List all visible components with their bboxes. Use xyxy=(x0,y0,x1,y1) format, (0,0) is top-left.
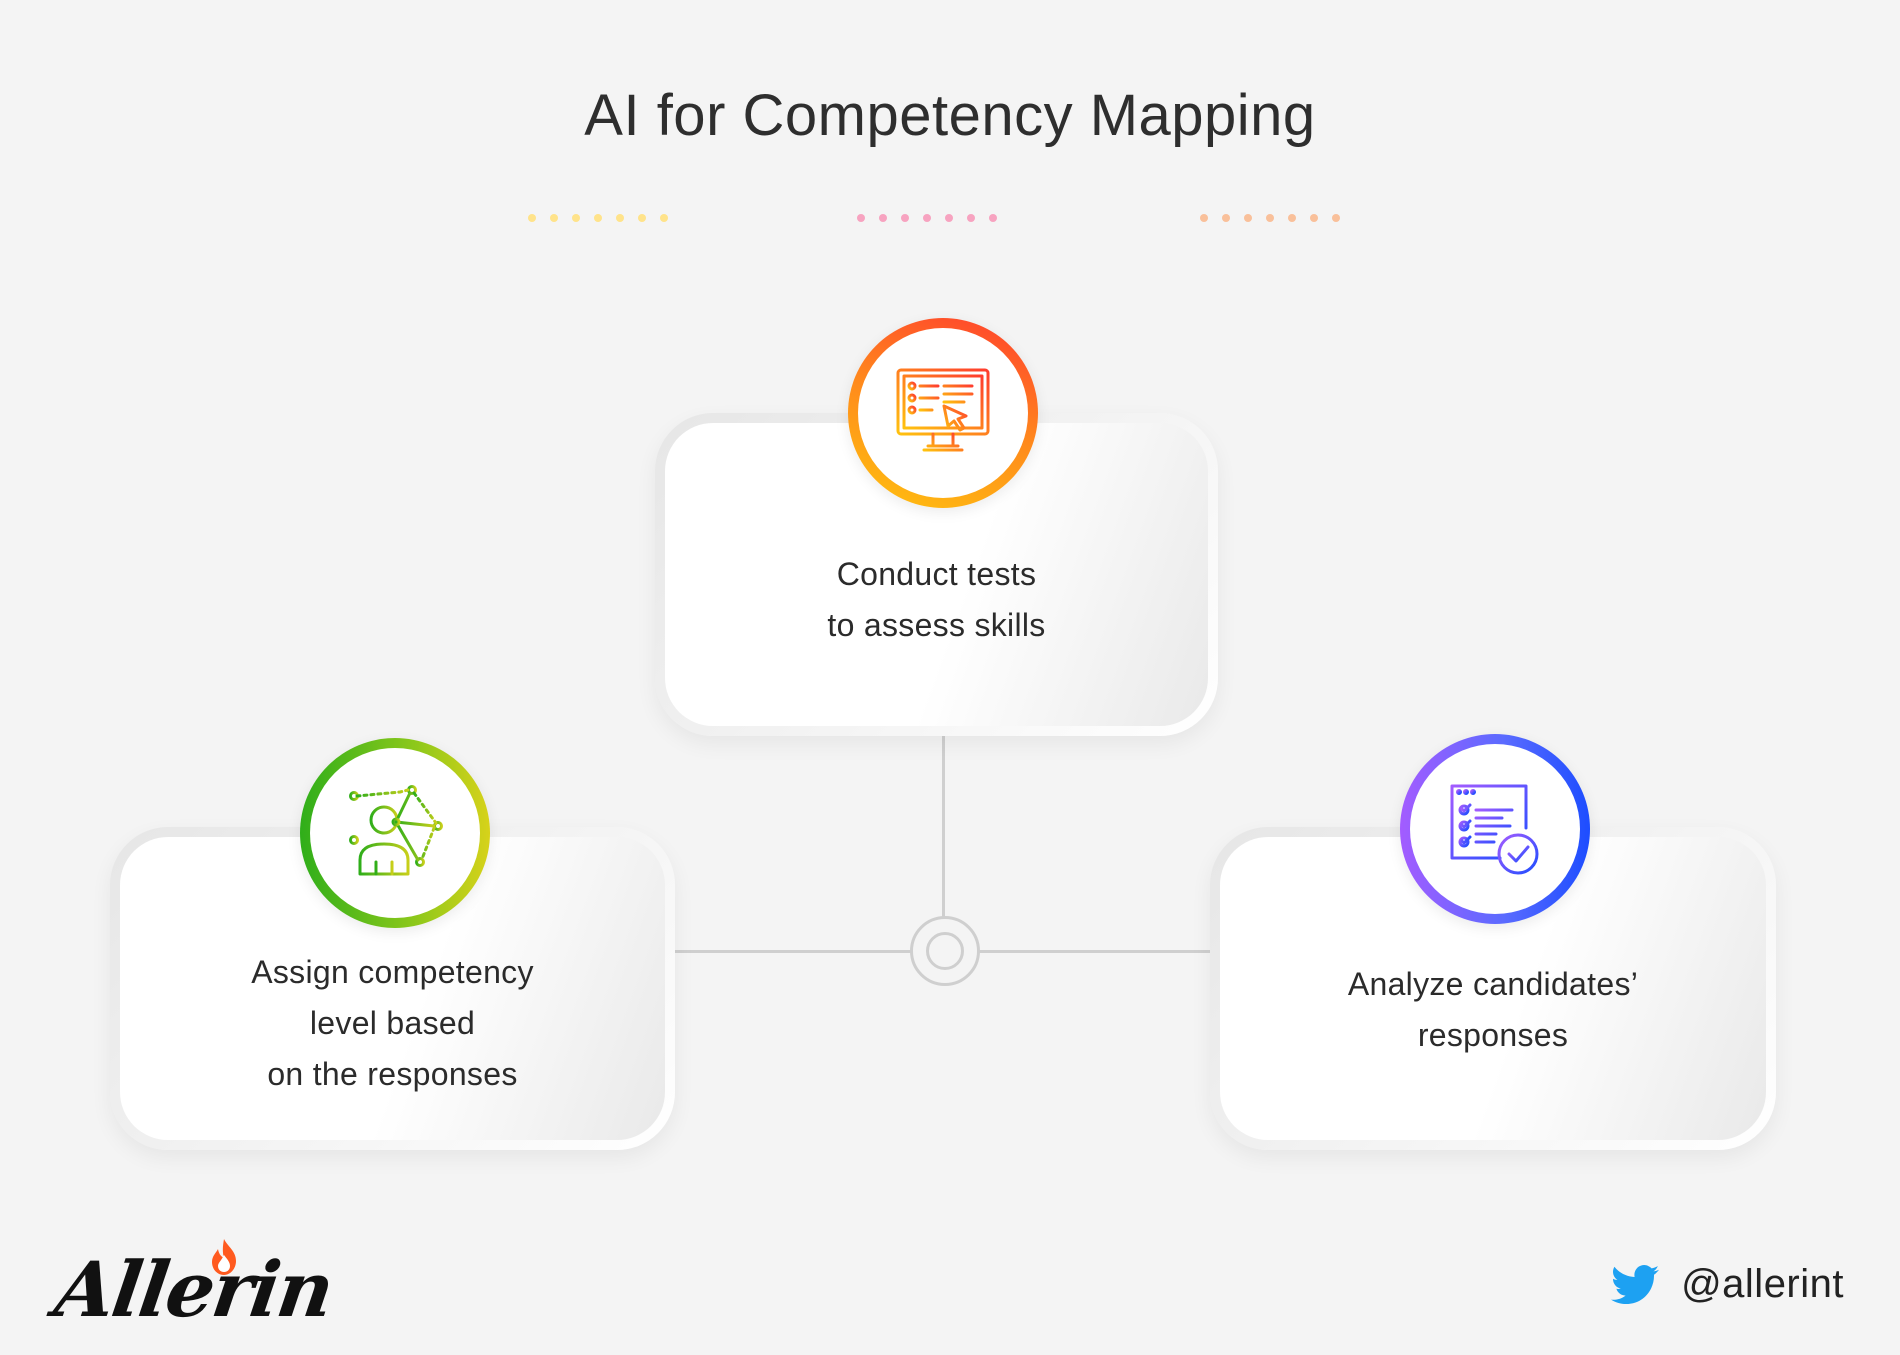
card-line: responses xyxy=(1417,1016,1569,1053)
icon-ring-orange xyxy=(848,318,1038,508)
card-text: Assign competency level based on the res… xyxy=(251,947,534,1100)
person-network-icon xyxy=(349,785,443,876)
card-line: on the responses xyxy=(267,1056,518,1092)
logo-text: Allerin xyxy=(49,1245,338,1334)
card-line: Analyze candidates’ xyxy=(1347,965,1639,1002)
brand-logo: Allerin xyxy=(50,1239,337,1334)
connector-vertical xyxy=(942,735,945,918)
computer-test-icon xyxy=(896,368,990,452)
card-line: Assign competency xyxy=(251,954,534,990)
flame-icon xyxy=(212,1239,236,1275)
hub-circle xyxy=(910,916,980,986)
connector-right xyxy=(978,950,1212,953)
decorative-dots-yellow xyxy=(528,214,668,222)
social-handle: @allerint xyxy=(1611,1262,1844,1307)
decorative-dots-orange xyxy=(1200,214,1340,222)
card-text: Conduct tests to assess skills xyxy=(827,549,1045,651)
card-text: Analyze candidates’ responses xyxy=(1348,959,1638,1061)
icon-ring-blue xyxy=(1400,734,1590,924)
icon-ring-green xyxy=(300,738,490,928)
twitter-handle[interactable]: @allerint xyxy=(1681,1262,1844,1306)
card-line: level based xyxy=(309,1005,476,1041)
page-title: AI for Competency Mapping xyxy=(584,83,1316,148)
checklist-check-icon xyxy=(1450,784,1539,875)
twitter-bird-icon[interactable] xyxy=(1611,1264,1660,1305)
card-line: Conduct tests xyxy=(836,555,1037,592)
connector-left xyxy=(672,950,912,953)
hub-inner-circle xyxy=(926,932,964,970)
card-line: to assess skills xyxy=(827,606,1046,643)
decorative-dots-pink xyxy=(857,214,997,222)
